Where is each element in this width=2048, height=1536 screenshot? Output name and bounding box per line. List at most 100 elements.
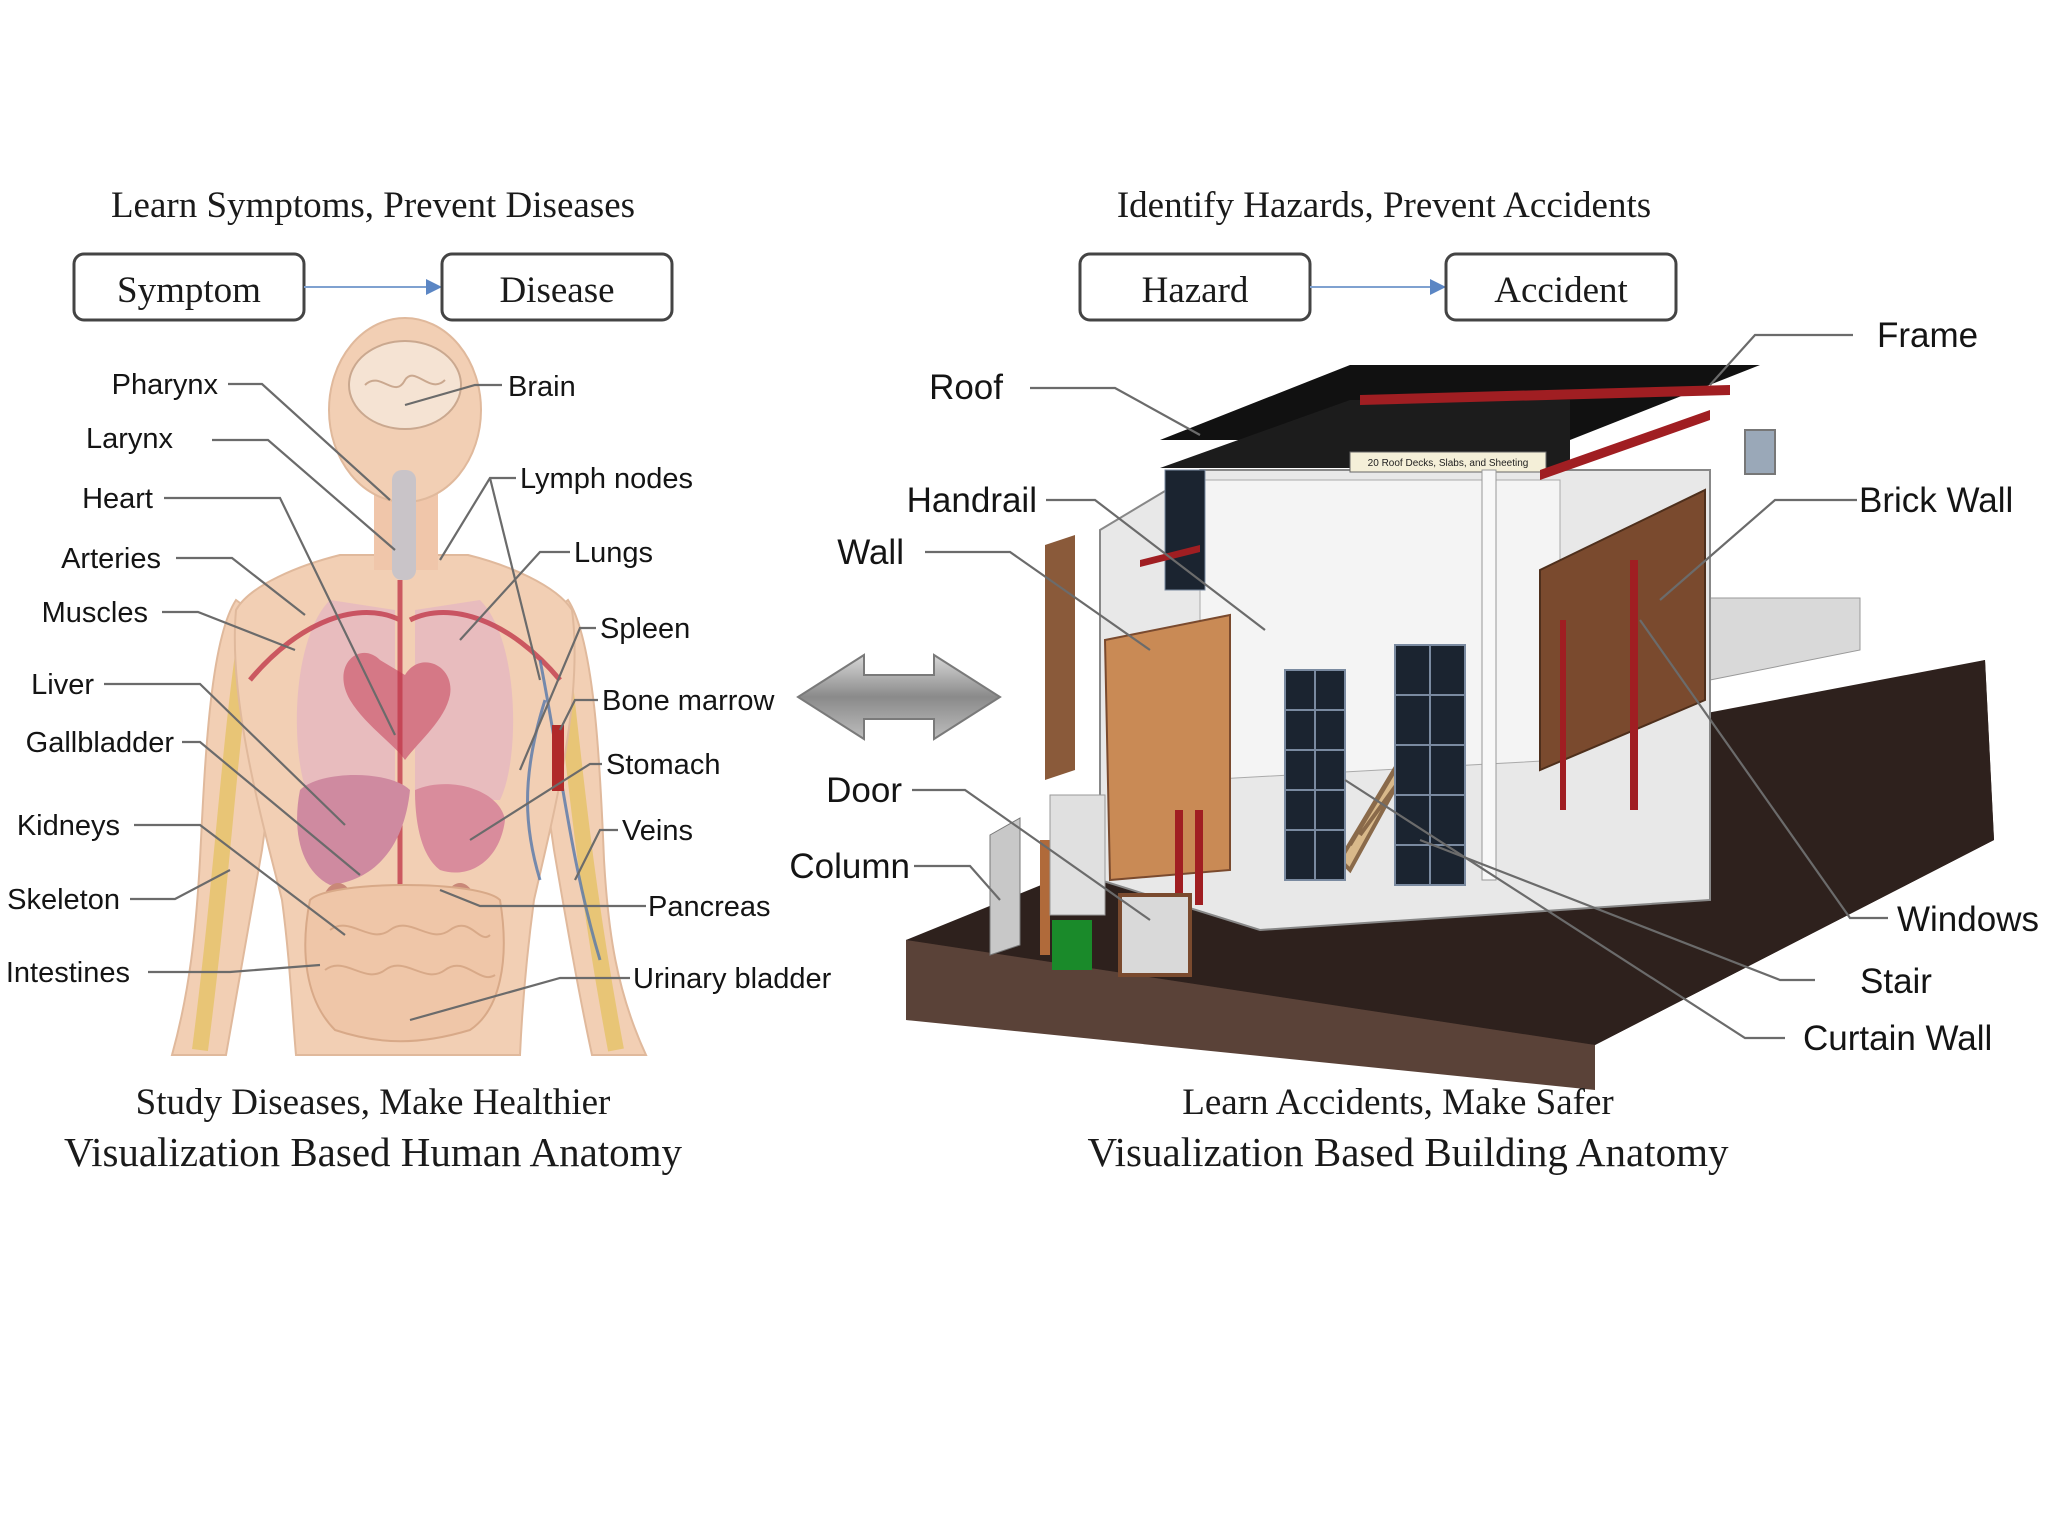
disease-box (440, 252, 674, 322)
column-post (1040, 840, 1050, 955)
stomach-illustration (415, 784, 505, 873)
leader-lymph-nodes (439, 476, 516, 561)
label-curtain-wall: Curtain Wall (1803, 1019, 1992, 1058)
double-headed-arrow (796, 653, 1002, 741)
label-wall: Wall (837, 533, 904, 572)
intestines-illustration (304, 884, 505, 1043)
leader-lungs (459, 550, 570, 641)
leader-urinary-bladder (409, 976, 630, 1022)
label-brain: Brain (508, 371, 576, 403)
building-leader-lines (912, 333, 1888, 1040)
leader-veins (574, 828, 618, 881)
leader-bone-marrow (559, 698, 598, 731)
steel-frame-illustration (1140, 385, 1730, 567)
leader-handrail (1046, 498, 1266, 631)
label-stair: Stair (1860, 962, 1932, 1001)
symptom-disease-flow: Symptom Disease (72, 252, 674, 322)
windows-mullions (1395, 645, 1465, 885)
label-door: Door (826, 771, 902, 810)
upper-window-panel (1164, 469, 1206, 591)
leader-curtain-wall (1344, 779, 1785, 1040)
leader-gallbladder (182, 740, 361, 876)
leader-pancreas (439, 888, 646, 908)
label-muscles: Muscles (42, 597, 148, 629)
steel-column-4 (1195, 810, 1203, 905)
leader-arteries (176, 556, 306, 616)
leader-kidneys (134, 823, 346, 936)
label-spleen: Spleen (600, 613, 690, 645)
roof-sign (1349, 451, 1547, 473)
side-deck (1709, 597, 1861, 681)
human-anatomy-panel: Learn Symptoms, Prevent Diseases Symptom… (6, 185, 832, 1175)
roof-sign-text: 20 Roof Decks, Slabs, and Sheeting (1368, 458, 1529, 469)
leader-spleen (518, 626, 596, 771)
lungs-illustration (296, 600, 514, 800)
label-pharynx: Pharynx (112, 369, 219, 401)
label-intestines: Intestines (6, 957, 130, 989)
human-caption-1: Study Diseases, Make Healthier (136, 1082, 611, 1123)
leader-pharynx (228, 382, 391, 501)
human-heading: Learn Symptoms, Prevent Diseases (111, 185, 635, 226)
symptom-label: Symptom (117, 270, 261, 311)
brain-folds (364, 374, 446, 388)
roof-lower-slab (1160, 400, 1570, 468)
disease-label: Disease (499, 270, 614, 311)
building-labels: Roof Handrail Wall Door Column Frame Bri… (789, 316, 2039, 1058)
leader-roof (1030, 386, 1201, 436)
label-lungs: Lungs (574, 537, 653, 569)
label-veins: Veins (622, 815, 693, 847)
hazard-label: Hazard (1142, 270, 1249, 311)
label-lymph-nodes: Lymph nodes (520, 463, 693, 495)
human-caption-2: Visualization Based Human Anatomy (64, 1129, 683, 1175)
label-larynx: Larynx (86, 423, 174, 455)
label-frame: Frame (1877, 316, 1978, 355)
wood-wall (1103, 613, 1231, 882)
trachea (392, 470, 416, 580)
label-bone-marrow: Bone marrow (602, 685, 776, 717)
building-heading: Identify Hazards, Prevent Accidents (1117, 185, 1651, 226)
label-heart: Heart (82, 483, 153, 515)
building-anatomy-panel: Identify Hazards, Prevent Accidents Haza… (789, 185, 2039, 1175)
label-brick-wall: Brick Wall (1859, 481, 2013, 520)
brick-wall-illustration (1539, 488, 1706, 772)
central-pipe (1481, 469, 1497, 881)
steel-column-2 (1560, 620, 1566, 810)
label-gallbladder: Gallbladder (26, 727, 175, 759)
building-caption-1: Learn Accidents, Make Safer (1182, 1082, 1613, 1123)
leader-liver (104, 682, 346, 826)
label-roof: Roof (929, 368, 1003, 407)
leader-windows (1639, 619, 1888, 920)
label-column: Column (789, 847, 910, 886)
label-pancreas: Pancreas (648, 891, 771, 923)
building-illustration: 20 Roof Decks, Slabs, and Sheeting (906, 365, 1994, 1090)
handrail-wall-panel (1045, 535, 1075, 780)
green-box (1052, 920, 1092, 970)
building-caption-2: Visualization Based Building Anatomy (1088, 1129, 1729, 1175)
human-body-illustration (170, 317, 648, 1056)
frame-window-detail (1744, 429, 1776, 475)
leader-wall (925, 550, 1151, 651)
accident-box (1444, 252, 1678, 322)
label-kidneys: Kidneys (17, 810, 120, 842)
leader-stair (1419, 838, 1815, 982)
curtain-wall-mullions (1285, 670, 1345, 880)
leader-heart (164, 496, 396, 736)
label-windows: Windows (1897, 900, 2039, 939)
intestine-coils (324, 924, 496, 978)
leader-stomach (469, 762, 602, 841)
label-stomach: Stomach (606, 749, 720, 781)
ground-base-front (906, 940, 1595, 1090)
hazard-accident-flow: Hazard Accident (1078, 252, 1678, 322)
bone-marrow-illustration (552, 725, 564, 791)
interior-space (1199, 479, 1561, 781)
brain-illustration (348, 340, 462, 430)
label-arteries: Arteries (61, 543, 161, 575)
steel-column-3 (1175, 810, 1183, 905)
label-liver: Liver (31, 669, 94, 701)
human-labels: Pharynx Larynx Heart Arteries Muscles Li… (6, 369, 832, 995)
stair-illustration (1337, 755, 1408, 874)
heart-illustration (343, 652, 451, 760)
leader-brain (404, 383, 502, 407)
leader-brick-wall (1659, 498, 1857, 601)
